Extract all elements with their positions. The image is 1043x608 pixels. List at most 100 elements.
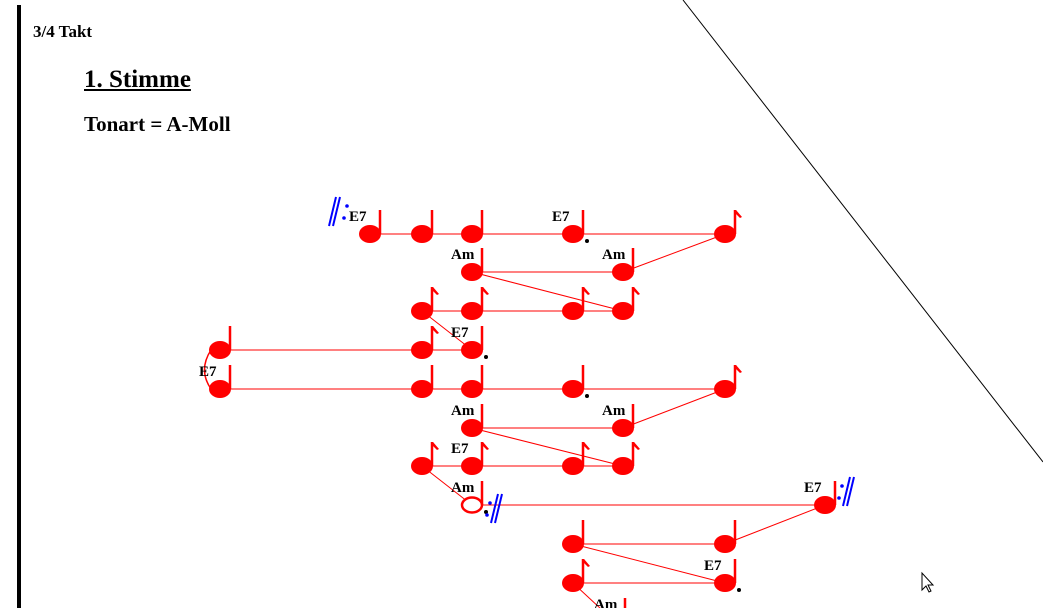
note	[612, 442, 640, 475]
note-flag	[433, 442, 439, 450]
repeat-sign	[837, 476, 855, 507]
note-link-line	[572, 543, 726, 584]
note-link-line	[622, 233, 726, 273]
left-margin-bar	[17, 5, 21, 608]
repeat-dot	[488, 501, 492, 505]
note-link-line	[421, 465, 473, 506]
repeat-dot	[342, 216, 346, 220]
repeat-bar	[490, 493, 499, 524]
repeat-bar	[846, 476, 855, 507]
chord-label: E7	[349, 209, 367, 225]
repeat-bar	[332, 196, 341, 227]
note: Am	[594, 597, 627, 608]
note	[562, 365, 589, 398]
note: Am	[602, 247, 635, 281]
note-flag	[584, 287, 590, 295]
note: Am	[451, 247, 484, 281]
diagonal-line	[682, 0, 1043, 463]
note	[714, 520, 737, 553]
note-link-line	[622, 388, 726, 429]
note-head	[562, 574, 584, 592]
chord-label: Am	[451, 403, 475, 419]
note-link-line	[724, 504, 826, 545]
note	[562, 520, 585, 553]
note-flag	[433, 326, 439, 334]
note	[411, 326, 439, 359]
note-flag	[584, 442, 590, 450]
tie-arc	[203, 349, 212, 390]
note-head	[714, 380, 736, 398]
note-link-line	[471, 427, 624, 467]
note-head-open	[460, 496, 484, 514]
note-head	[359, 225, 381, 243]
note-head	[461, 380, 483, 398]
note-head	[461, 457, 483, 475]
chord-label: E7	[704, 558, 722, 574]
note-head	[562, 457, 584, 475]
chord-label: Am	[451, 480, 475, 496]
note-head	[612, 263, 634, 281]
note-head	[814, 496, 836, 514]
note-head	[461, 225, 483, 243]
repeat-dot	[840, 484, 844, 488]
note-flag	[483, 442, 489, 450]
note-dot	[484, 355, 488, 359]
repeat-bar	[842, 476, 851, 507]
chord-label: Am	[451, 247, 475, 263]
repeat-bar	[328, 196, 337, 227]
repeat-dot	[485, 513, 489, 517]
repeat-sign	[328, 196, 349, 227]
note	[461, 365, 484, 398]
note	[209, 326, 232, 359]
note-dot	[737, 588, 741, 592]
note-head	[562, 302, 584, 320]
note-head	[209, 380, 231, 398]
note-flag	[736, 210, 742, 218]
note-head	[714, 225, 736, 243]
note: Am	[451, 480, 488, 514]
time-signature: 3/4 Takt	[33, 22, 93, 41]
chord-label: Am	[602, 403, 626, 419]
note-head	[411, 380, 433, 398]
note-head	[562, 380, 584, 398]
repeat-bar	[494, 493, 503, 524]
repeat-dot	[345, 204, 349, 208]
note	[411, 210, 434, 243]
note	[411, 442, 439, 475]
note	[562, 559, 590, 592]
note-head	[461, 419, 483, 437]
note: Am	[602, 403, 635, 437]
note: Am	[451, 403, 484, 437]
note: E7	[451, 325, 488, 359]
note-head	[562, 535, 584, 553]
note-head	[714, 535, 736, 553]
note-head	[714, 574, 736, 592]
note-link-line	[421, 310, 473, 351]
note-flag	[736, 365, 742, 373]
chord-label: Am	[602, 247, 626, 263]
chord-label: E7	[804, 480, 822, 496]
note-head	[612, 302, 634, 320]
note-head	[411, 341, 433, 359]
note	[411, 287, 439, 320]
note	[612, 287, 640, 320]
note	[714, 365, 742, 398]
note: E7	[349, 209, 382, 243]
note-flag	[433, 287, 439, 295]
note-head	[612, 457, 634, 475]
voice-title: 1. Stimme	[84, 66, 191, 93]
chord-label: E7	[552, 209, 570, 225]
key-label: Tonart = A-Moll	[84, 112, 231, 136]
note	[461, 287, 489, 320]
note	[562, 442, 590, 475]
repeat-sign	[485, 493, 503, 524]
chord-label: E7	[199, 364, 217, 380]
note-head	[461, 341, 483, 359]
note: E7	[704, 558, 741, 592]
note-head	[461, 302, 483, 320]
chord-label: E7	[451, 441, 469, 457]
note: E7	[552, 209, 589, 243]
note	[461, 210, 484, 243]
note-dot	[484, 510, 488, 514]
